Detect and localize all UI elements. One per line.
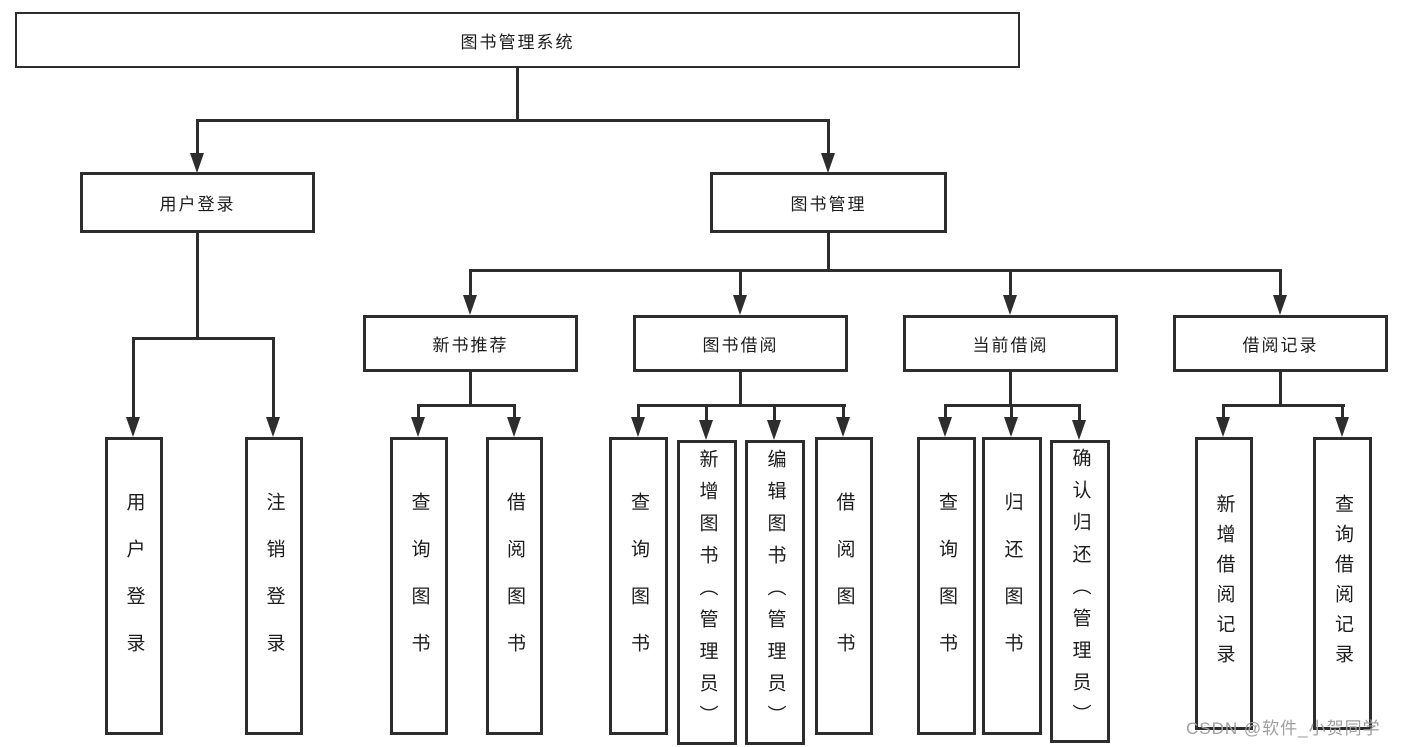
arrow-down-icon	[1273, 295, 1287, 315]
arrow-down-icon	[190, 153, 204, 173]
connector-line	[196, 233, 199, 340]
connector-line	[1010, 404, 1013, 419]
connector-line	[1009, 269, 1012, 297]
leaf-user-login: 用户登录	[105, 437, 163, 735]
arrow-down-icon	[821, 153, 835, 173]
connector-line	[827, 233, 830, 272]
connector-line	[705, 404, 708, 420]
node-label: 图书管理系统	[460, 32, 575, 52]
arrow-down-icon	[938, 417, 952, 437]
connector-line	[1078, 404, 1081, 420]
connector-line	[1222, 404, 1225, 419]
connector-line	[739, 372, 742, 407]
connector-line	[417, 404, 516, 407]
node-label: 用户登录	[159, 195, 236, 214]
connector-line	[469, 269, 1282, 272]
leaf-add-books-admin: 新增图书（管理员）	[677, 440, 737, 745]
arrow-down-icon	[463, 295, 477, 315]
connector-line	[1009, 372, 1012, 407]
leaf-label: 查询图书	[628, 492, 649, 680]
arrow-down-icon	[631, 417, 645, 437]
node-label: 当前借阅	[972, 336, 1049, 355]
leaf-label: 查询图书	[408, 492, 430, 680]
connector-line	[513, 404, 516, 419]
leaf-label: 用户登录	[123, 492, 145, 680]
connector-line	[637, 404, 640, 419]
node-borrow-records: 借阅记录	[1173, 315, 1388, 372]
leaf-borrow-books: 借阅图书	[815, 437, 873, 735]
node-book-management: 图书管理	[710, 172, 947, 233]
arrow-down-icon	[507, 417, 521, 437]
connector-line	[196, 119, 199, 155]
node-new-book-recommend: 新书推荐	[363, 315, 578, 372]
node-current-borrow: 当前借阅	[903, 315, 1118, 372]
node-label: 图书管理	[790, 195, 867, 214]
node-label: 新书推荐	[432, 336, 509, 355]
connector-line	[469, 269, 472, 297]
node-library-management-system: 图书管理系统	[15, 12, 1020, 68]
leaf-label: 注销登录	[263, 492, 285, 680]
leaf-label: 查询借阅记录	[1332, 493, 1353, 674]
leaf-label: 归还图书	[1001, 492, 1023, 680]
leaf-query-books: 查询图书	[609, 437, 668, 735]
arrow-down-icon	[767, 420, 781, 440]
node-user-login: 用户登录	[80, 172, 315, 233]
connector-line	[132, 337, 275, 340]
leaf-query-books: 查询图书	[917, 437, 976, 735]
leaf-return-books: 归还图书	[982, 437, 1042, 735]
leaf-label: 借阅图书	[833, 492, 855, 680]
connector-line	[1279, 269, 1282, 297]
leaf-label: 查询图书	[936, 492, 957, 680]
leaf-logout: 注销登录	[245, 437, 303, 735]
connector-line	[516, 68, 519, 122]
node-label: 图书借阅	[702, 336, 779, 355]
arrow-down-icon	[1004, 417, 1018, 437]
connector-line	[1222, 404, 1345, 407]
leaf-add-borrow-record: 新增借阅记录	[1195, 437, 1253, 730]
connector-line	[773, 404, 776, 420]
connector-line	[417, 404, 420, 419]
leaf-label: 新增借阅记录	[1213, 493, 1235, 674]
arrow-down-icon	[1003, 295, 1017, 315]
arrow-down-icon	[699, 420, 713, 440]
connector-line	[272, 337, 275, 419]
arrow-down-icon	[836, 417, 850, 437]
leaf-label: 新增图书（管理员）	[696, 448, 718, 737]
leaf-query-borrow-record: 查询借阅记录	[1313, 437, 1372, 730]
leaf-label: 确认归还（管理员）	[1069, 447, 1091, 736]
csdn-watermark: CSDN @软件_小贺同学	[1186, 719, 1381, 738]
arrow-down-icon	[266, 417, 280, 437]
leaf-label: 借阅图书	[504, 492, 525, 680]
arrow-down-icon	[1335, 417, 1349, 437]
connector-line	[827, 119, 830, 155]
arrow-down-icon	[411, 417, 425, 437]
arrow-down-icon	[1216, 417, 1230, 437]
connector-line	[944, 404, 947, 419]
leaf-borrow-books: 借阅图书	[486, 437, 543, 735]
leaf-query-books: 查询图书	[390, 437, 448, 735]
arrow-down-icon	[126, 417, 140, 437]
node-label: 借阅记录	[1242, 336, 1319, 355]
connector-line	[469, 372, 472, 407]
connector-line	[637, 404, 846, 407]
connector-line	[132, 337, 135, 419]
leaf-edit-books-admin: 编辑图书（管理员）	[745, 440, 805, 745]
connector-line	[842, 404, 845, 419]
node-book-borrow: 图书借阅	[633, 315, 848, 372]
arrow-down-icon	[1072, 420, 1086, 440]
connector-line	[1279, 372, 1282, 407]
leaf-confirm-return-admin: 确认归还（管理员）	[1050, 440, 1110, 743]
connector-line	[196, 119, 830, 122]
connector-line	[1341, 404, 1344, 419]
arrow-down-icon	[733, 295, 747, 315]
leaf-label: 编辑图书（管理员）	[764, 448, 786, 737]
connector-line	[739, 269, 742, 297]
